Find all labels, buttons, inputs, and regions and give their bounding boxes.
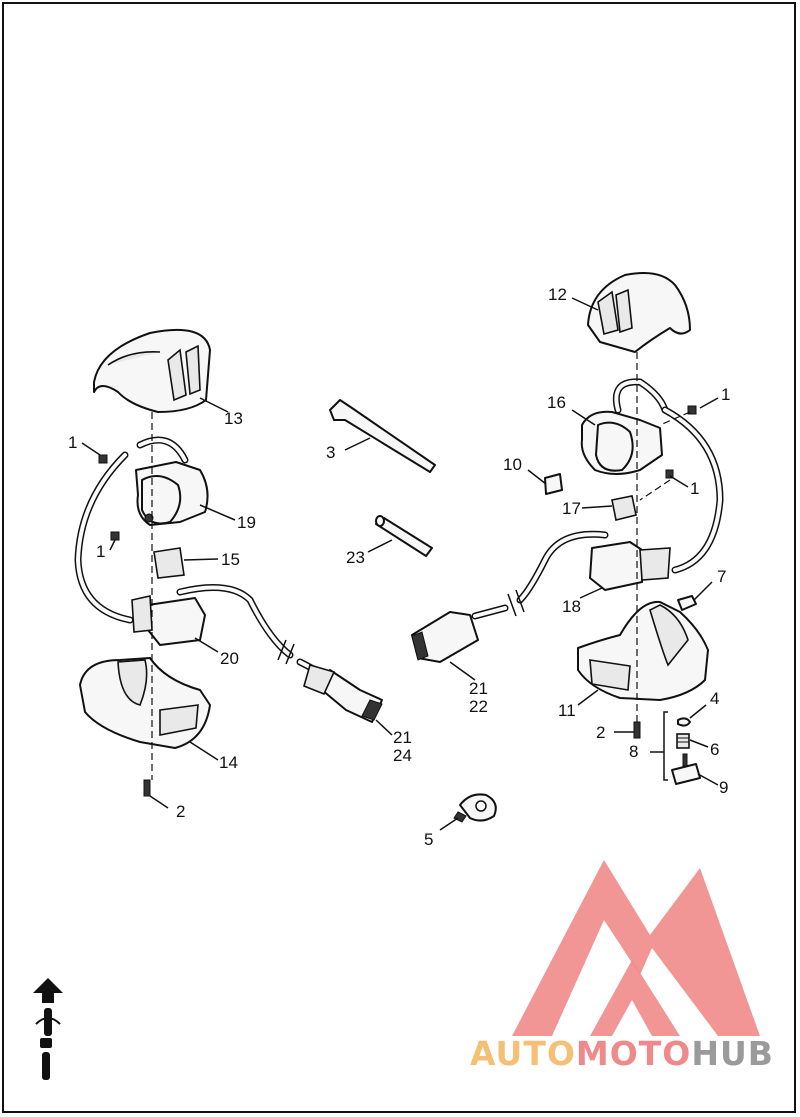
- clamp-5: [453, 793, 497, 823]
- callout-22: 22: [469, 697, 488, 716]
- callout-2-right: 2: [596, 723, 606, 742]
- leader-lines: [81, 297, 719, 831]
- callout-15: 15: [221, 550, 240, 569]
- right-lower-housing: [577, 600, 709, 701]
- callout-20: 20: [220, 649, 239, 668]
- right-upper-housing: [587, 272, 691, 353]
- callout-13: 13: [224, 409, 243, 428]
- callout-1-right-mid: 1: [690, 479, 700, 498]
- left-lower-housing: [79, 657, 211, 749]
- watermark-part-hub: HUB: [691, 1034, 774, 1073]
- tube: [375, 515, 433, 557]
- callout-9: 9: [719, 778, 729, 797]
- callout-23: 23: [346, 548, 365, 567]
- front-arrow-motorcycle-icon: [33, 978, 63, 1080]
- callout-1-left-mid: 1: [96, 542, 106, 561]
- callout-17: 17: [562, 499, 581, 518]
- callout-8: 8: [629, 742, 639, 761]
- right-connector: [411, 611, 479, 663]
- callout-14: 14: [219, 753, 238, 772]
- small-pad-7: [677, 595, 697, 611]
- callout-6: 6: [710, 740, 720, 759]
- callout-18: 18: [562, 597, 581, 616]
- left-connector: [303, 664, 383, 723]
- right-screws: [633, 405, 697, 739]
- callout-7: 7: [717, 567, 727, 586]
- callout-21-right: 21: [469, 679, 488, 698]
- watermark-logo-triangle: [512, 860, 760, 1036]
- callout-16: 16: [547, 393, 566, 412]
- callout-12: 12: [548, 285, 567, 304]
- callout-5: 5: [424, 830, 434, 849]
- callout-21-left: 21: [393, 728, 412, 747]
- left-upper-housing: [93, 329, 211, 413]
- callout-19: 19: [237, 513, 256, 532]
- watermark-part-auto: AUTO: [470, 1034, 576, 1073]
- callout-2-left: 2: [176, 802, 186, 821]
- callout-11: 11: [558, 701, 576, 720]
- cable-tie: [329, 399, 436, 473]
- right-switch-harness: [471, 378, 724, 620]
- callout-1-right-top: 1: [721, 385, 731, 404]
- watermark-part-moto: MOTO: [575, 1034, 692, 1073]
- left-switch-harness: [74, 436, 334, 684]
- callout-10: 10: [503, 455, 522, 474]
- spring-and-pin-parts: [650, 711, 701, 785]
- watermark-text: AUTOMOTOHUB: [470, 1034, 774, 1073]
- callout-4: 4: [710, 689, 720, 708]
- callout-1-left-top: 1: [68, 433, 78, 452]
- left-screws: [98, 454, 154, 797]
- small-pad-10: [544, 473, 563, 495]
- callout-24: 24: [393, 746, 412, 765]
- callout-3: 3: [326, 443, 336, 462]
